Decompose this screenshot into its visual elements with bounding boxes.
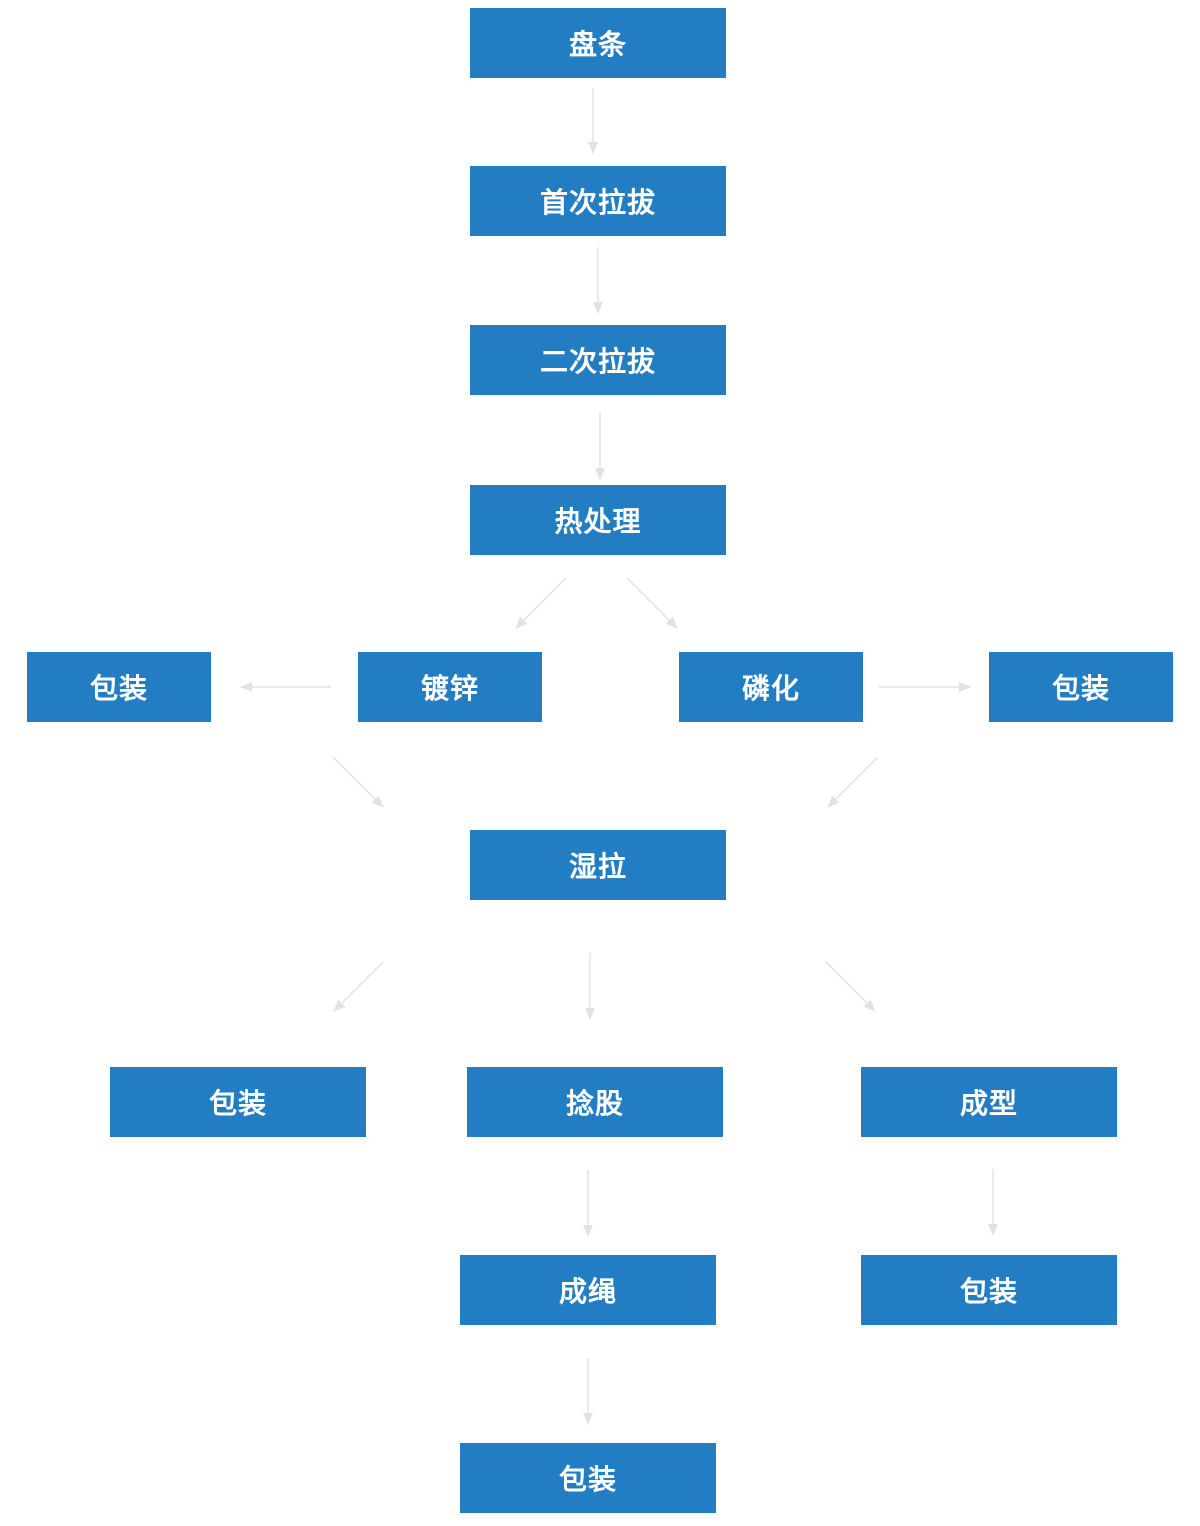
node-heat-treatment: 热处理	[470, 485, 726, 555]
arrow-wet-drawing-to-forming	[824, 960, 876, 1012]
node-first-drawing: 首次拉拔	[470, 166, 726, 236]
node-stranding: 捻股	[467, 1067, 723, 1137]
arrow-heat-treatment-to-phosphating	[626, 577, 678, 629]
node-forming: 成型	[861, 1067, 1117, 1137]
node-galvanizing: 镀锌	[358, 652, 542, 722]
node-phosphating: 磷化	[679, 652, 863, 722]
node-rope-making: 成绳	[460, 1255, 716, 1325]
arrow-galvanizing-to-wet-drawing	[332, 756, 384, 808]
node-packaging-left: 包装	[27, 652, 211, 722]
arrow-phosphating-to-wet-drawing	[827, 756, 879, 808]
node-wet-drawing: 湿拉	[470, 830, 726, 900]
node-packaging-forming: 包装	[861, 1255, 1117, 1325]
arrow-heat-treatment-to-galvanizing	[515, 577, 567, 629]
node-packaging-right: 包装	[989, 652, 1173, 722]
node-packaging-mid-left: 包装	[110, 1067, 366, 1137]
node-packaging-bottom: 包装	[460, 1443, 716, 1513]
arrow-wet-drawing-to-packaging	[333, 961, 384, 1012]
node-wire-rod: 盘条	[470, 8, 726, 78]
node-second-drawing: 二次拉拔	[470, 325, 726, 395]
